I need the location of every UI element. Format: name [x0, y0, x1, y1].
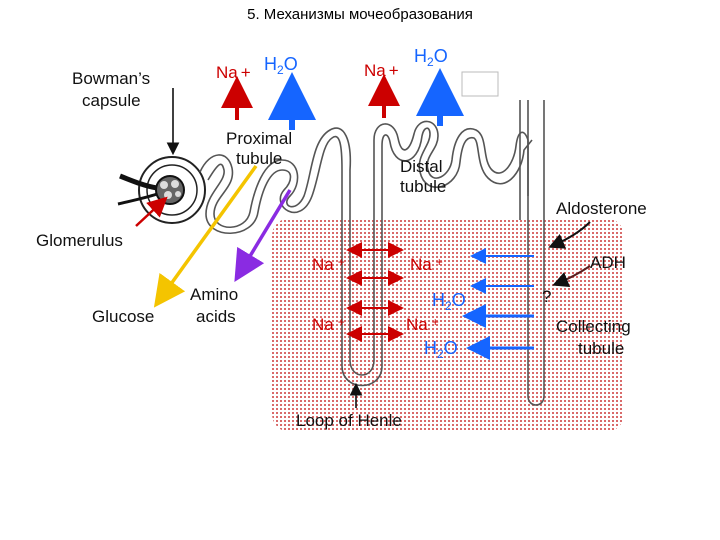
label-proximal-1: Proximal [226, 129, 292, 148]
label-aldosterone: Aldosterone [556, 199, 647, 218]
label-question: ? [542, 287, 551, 306]
label-bowmans-2: capsule [82, 91, 141, 110]
na-label-top-1: Na+ [216, 63, 251, 82]
label-collecting-1: Collecting [556, 317, 631, 336]
label-amino-2: acids [196, 307, 236, 326]
na-label-inner-3: Na+ [312, 315, 345, 334]
slide-title: 5. Механизмы мочеобразования [247, 6, 473, 23]
label-amino-1: Amino [190, 285, 238, 304]
label-loop-of-henle: Loop of Henle [296, 411, 402, 430]
label-distal-1: Distal [400, 157, 443, 176]
label-collecting-2: tubule [578, 339, 624, 358]
na-label-inner-4: Na+ [406, 315, 439, 334]
h2o-label-inner-2: H2O [424, 338, 458, 361]
arrow-adh [552, 265, 591, 287]
label-proximal-2: tubule [236, 149, 282, 168]
h2o-label-top-2: H2O [414, 46, 448, 69]
label-adh: ADH [590, 253, 626, 272]
arrow-amino-acids [234, 189, 292, 282]
label-glomerulus: Glomerulus [36, 231, 123, 250]
blank-box [461, 71, 499, 97]
arrow-aldosterone [548, 221, 591, 249]
h2o-label-top-1: H2O [264, 54, 298, 77]
arrow-glucose [153, 164, 258, 308]
na-label-top-2: Na+ [364, 61, 399, 80]
label-glucose: Glucose [92, 307, 154, 326]
label-distal-2: tubule [400, 177, 446, 196]
glomerulus [117, 173, 185, 206]
bowmans-capsule [138, 156, 206, 224]
na-label-inner-2: Na+ [410, 255, 443, 274]
label-bowmans-1: Bowman’s [72, 69, 150, 88]
arrow-glomerulus [135, 196, 168, 227]
na-label-inner-1: Na+ [312, 255, 345, 274]
